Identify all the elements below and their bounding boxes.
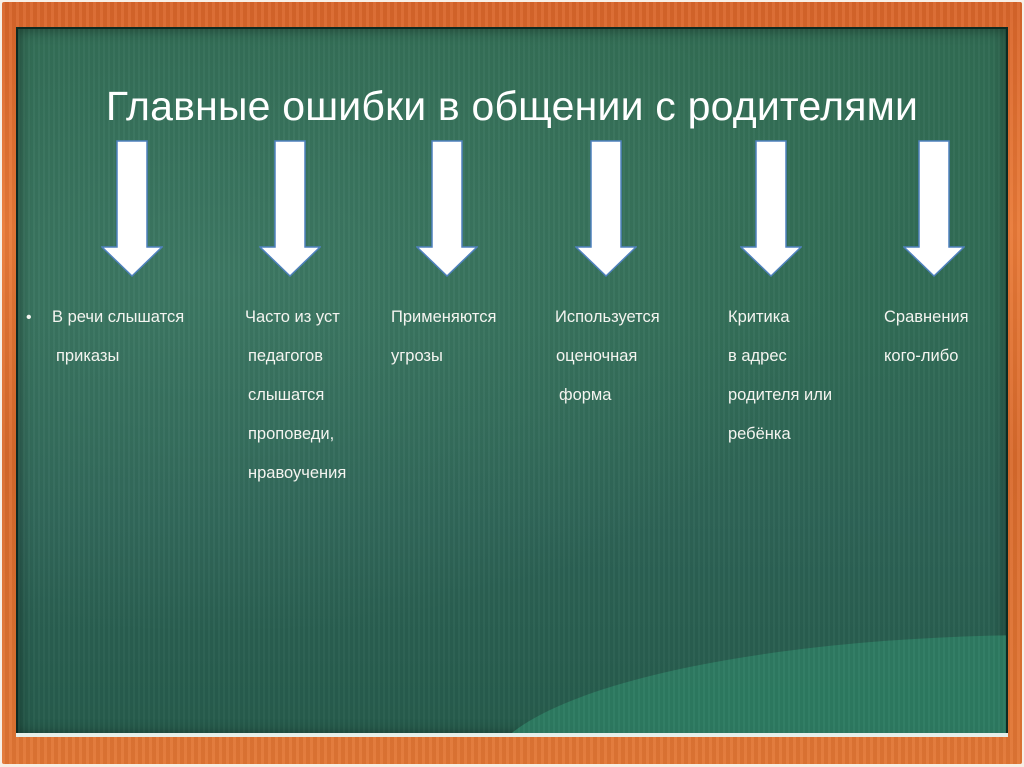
column-line: проповеди, [248,425,335,443]
mistake-comparisons: Сравнения кого-либо [884,298,969,376]
column-line: родителя или [728,386,833,404]
column-line: ребёнка [728,425,791,443]
decorative-wave [486,635,1006,735]
column-line: оценочная [556,347,638,365]
column-line: Часто из уст [245,308,340,326]
bullet-icon: • [26,309,32,326]
column-line: форма [559,386,612,404]
column-line: Критика [728,308,790,326]
chalkboard [16,27,1008,737]
mistake-criticism: Критика в адрес родителя или ребёнка [728,298,832,454]
column-line: слышатся [248,386,325,404]
mistake-evaluative-form: Используется оценочная форма [555,298,660,415]
down-arrow-icon [903,140,965,278]
slide-title: Главные ошибки в общении с родителями [105,83,919,129]
column-line: в адрес [728,347,787,365]
column-line: угрозы [391,347,443,365]
column-line: В речи слышатся [52,308,185,326]
mistake-threats: Применяются угрозы [391,298,496,376]
column-line: кого-либо [884,347,959,365]
down-arrow-icon [101,140,163,278]
down-arrow-icon [259,140,321,278]
down-arrow-icon [416,140,478,278]
column-line: Используется [555,308,660,326]
column-line: педагогов [248,347,323,365]
mistake-sermons: Часто из уст педагогов слышатся проповед… [245,298,346,493]
chalk-ledge [16,733,1008,737]
column-line: нравоучения [248,464,347,482]
down-arrow-icon [575,140,637,278]
column-line: Сравнения [884,308,969,326]
mistake-orders: В речи слышатся приказы [52,298,184,376]
column-line: Применяются [391,308,497,326]
column-line: приказы [56,347,120,365]
down-arrow-icon [740,140,802,278]
